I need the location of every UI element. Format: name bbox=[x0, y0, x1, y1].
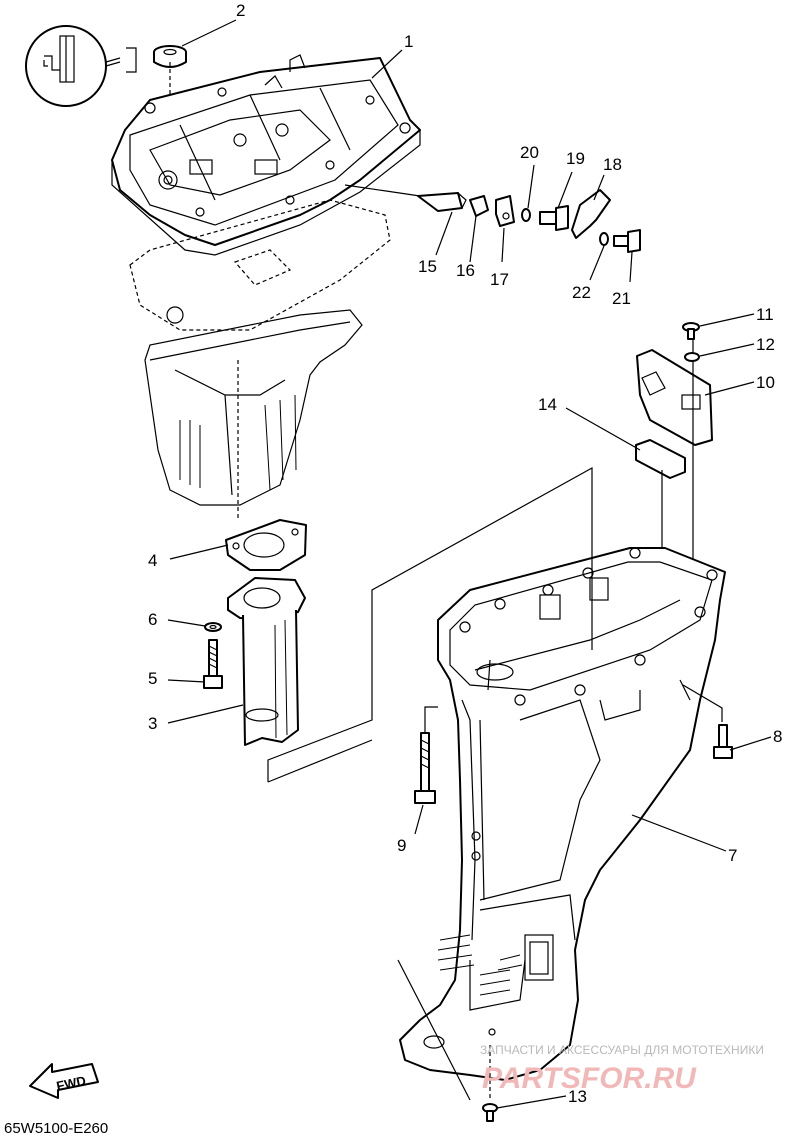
callout-19: 19 bbox=[566, 149, 585, 168]
part-8-bolt bbox=[682, 684, 733, 759]
callout-18: 18 bbox=[603, 155, 622, 174]
part-12-washer bbox=[684, 352, 700, 362]
diagram-code: 65W5100-E260 bbox=[4, 1120, 108, 1136]
gasket bbox=[129, 199, 391, 331]
callout-20: 20 bbox=[520, 143, 539, 162]
callout-21: 21 bbox=[612, 289, 631, 308]
leader-lines bbox=[167, 19, 772, 1109]
callout-15: 15 bbox=[418, 257, 437, 276]
part-6-washer bbox=[204, 622, 222, 632]
part-11-screw bbox=[682, 322, 700, 340]
part-13-screw bbox=[482, 1103, 498, 1122]
part-10-plate bbox=[636, 340, 713, 560]
part-9-bolt bbox=[414, 706, 438, 804]
callout-5: 5 bbox=[148, 669, 157, 688]
callout-1: 1 bbox=[404, 32, 413, 51]
callout-labels: 2 1 3 4 5 6 7 8 9 10 11 12 13 14 15 16 1… bbox=[148, 1, 782, 1106]
part-3-exhaust-guide bbox=[227, 577, 306, 746]
callout-4: 4 bbox=[148, 551, 157, 570]
fwd-label: FWD bbox=[55, 1073, 87, 1094]
callout-22: 22 bbox=[572, 283, 591, 302]
fwd-arrow: FWD bbox=[29, 1063, 99, 1099]
callout-7: 7 bbox=[728, 846, 737, 865]
callout-16: 16 bbox=[456, 261, 475, 280]
callout-6: 6 bbox=[148, 610, 157, 629]
callout-17: 17 bbox=[490, 270, 509, 289]
callout-2: 2 bbox=[236, 1, 245, 20]
part-5-bolt bbox=[203, 639, 223, 689]
callout-3: 3 bbox=[148, 714, 157, 733]
watermark: ЗАПЧАСТИ И АКСЕССУАРЫ ДЛЯ МОТОТЕХНИКИ PA… bbox=[480, 1043, 764, 1095]
detail-inset bbox=[25, 25, 137, 107]
assembly-lines bbox=[267, 466, 593, 783]
callout-9: 9 bbox=[397, 836, 406, 855]
callout-8: 8 bbox=[773, 727, 782, 746]
callout-13: 13 bbox=[568, 1087, 587, 1106]
oil-pan bbox=[144, 309, 363, 520]
callout-14: 14 bbox=[538, 395, 557, 414]
callout-12: 12 bbox=[756, 335, 775, 354]
hardware-group bbox=[344, 184, 641, 253]
part-1-upper-casing bbox=[111, 54, 421, 256]
part-4-gasket bbox=[225, 519, 307, 571]
watermark-tagline: ЗАПЧАСТИ И АКСЕССУАРЫ ДЛЯ МОТОТЕХНИКИ bbox=[480, 1043, 764, 1057]
watermark-logo: PARTSFOR.RU bbox=[482, 1062, 697, 1095]
part-7-lower-casing bbox=[397, 547, 726, 1101]
callout-11: 11 bbox=[756, 305, 774, 324]
part-2-seal bbox=[153, 45, 187, 170]
callout-10: 10 bbox=[756, 373, 775, 392]
